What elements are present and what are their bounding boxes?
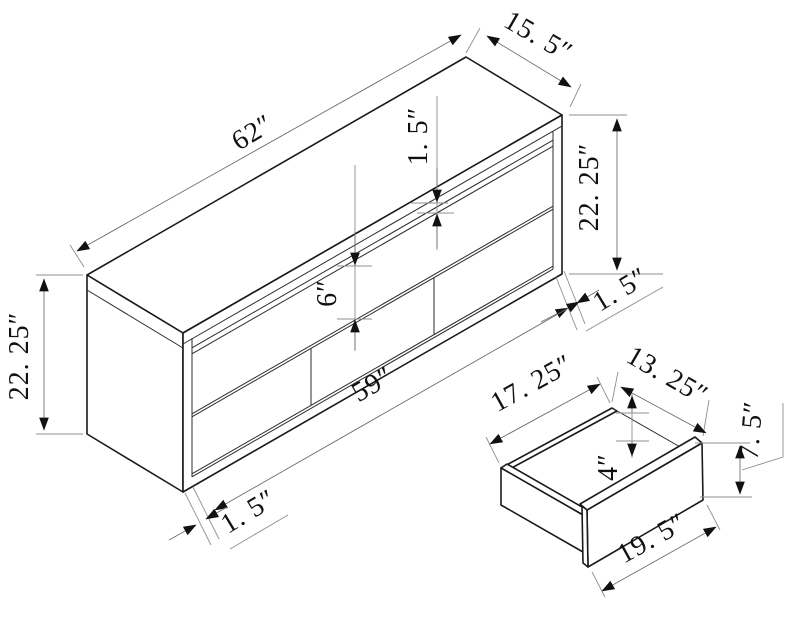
dim-drawer-front-height: 7. 5″ xyxy=(695,400,784,498)
dim-label-panel-right: 1. 5″ xyxy=(587,261,653,318)
drawer-left-side xyxy=(500,467,584,553)
drawer-front-left-edge xyxy=(581,505,589,568)
dim-label-opening-height: 6″ xyxy=(312,279,343,307)
dim-label-cabinet-width: 62″ xyxy=(226,108,279,157)
dim-label-cabinet-depth: 15. 5″ xyxy=(499,5,578,69)
dim-drawer-inner-height: 4″ xyxy=(593,393,649,481)
dim-label-height-right: 22. 25″ xyxy=(574,143,605,232)
dim-label-panel-left: 1. 5″ xyxy=(215,483,281,540)
dim-label-drawer-front-height: 7. 5″ xyxy=(734,400,770,461)
dim-height-left: 22. 25″ xyxy=(4,274,83,435)
dim-label-drawer-side-depth: 17. 25″ xyxy=(486,349,579,419)
dim-label-drawer-inner-height: 4″ xyxy=(593,453,624,481)
dim-label-height-left: 22. 25″ xyxy=(4,312,35,401)
dim-drawer-inner-depth: 13. 25″ xyxy=(611,340,713,437)
cabinet-drawing xyxy=(86,56,563,493)
dim-label-drawer-inner-depth: 13. 25″ xyxy=(621,340,713,411)
dim-label-shelf-thickness: 1. 5″ xyxy=(403,107,434,166)
dim-height-right: 22. 25″ xyxy=(569,114,663,275)
dim-panel-left: 1. 5″ xyxy=(168,483,289,550)
dim-shelf-thickness: 1. 5″ xyxy=(403,96,454,250)
